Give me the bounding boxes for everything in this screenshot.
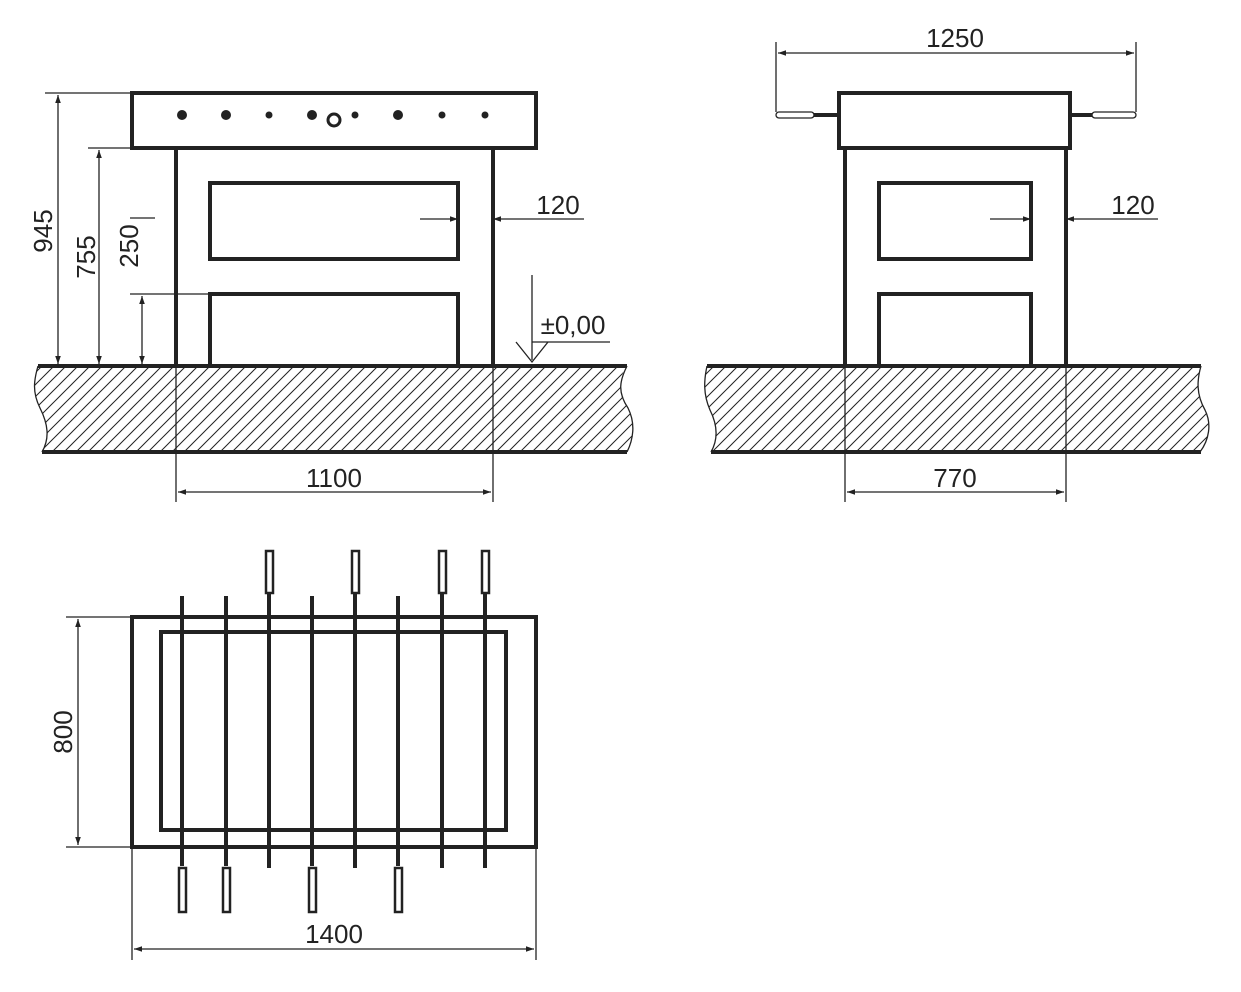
plan-dim-depth: 800 bbox=[48, 710, 78, 753]
front-upper-opening bbox=[208, 181, 460, 261]
side-dim-width: 770 bbox=[933, 463, 976, 493]
front-dim-lower-height: 250 bbox=[114, 224, 144, 267]
front-dim-width: 1100 bbox=[306, 463, 362, 493]
front-level-mark-label: ±0,00 bbox=[541, 310, 606, 340]
side-view: 1250 120 770 bbox=[704, 23, 1210, 502]
side-dim-wall: 120 bbox=[1111, 190, 1154, 220]
front-table-top bbox=[130, 91, 538, 150]
plan-rods bbox=[177, 549, 491, 914]
plan-dim-width: 1400 bbox=[305, 919, 363, 949]
side-rods bbox=[775, 111, 1137, 119]
plan-playfield bbox=[159, 630, 508, 832]
front-rod-holes bbox=[177, 110, 489, 128]
side-upper-opening bbox=[877, 181, 1033, 261]
side-dim-rods: 1250 bbox=[926, 23, 984, 53]
front-view: 945 755 250 120 ±0,00 1100 bbox=[28, 91, 634, 502]
plan-outer-frame bbox=[130, 615, 538, 849]
side-table-top bbox=[837, 91, 1072, 150]
front-lower-opening bbox=[208, 292, 460, 368]
front-dim-total-height: 945 bbox=[28, 209, 58, 252]
front-dim-wall: 120 bbox=[536, 190, 579, 220]
front-dim-table-height: 755 bbox=[71, 235, 101, 278]
front-ground bbox=[33, 364, 634, 454]
plan-view: 800 1400 bbox=[48, 549, 538, 960]
front-level-mark: ±0,00 bbox=[515, 275, 610, 364]
side-ground bbox=[704, 364, 1210, 454]
side-lower-opening bbox=[877, 292, 1033, 368]
